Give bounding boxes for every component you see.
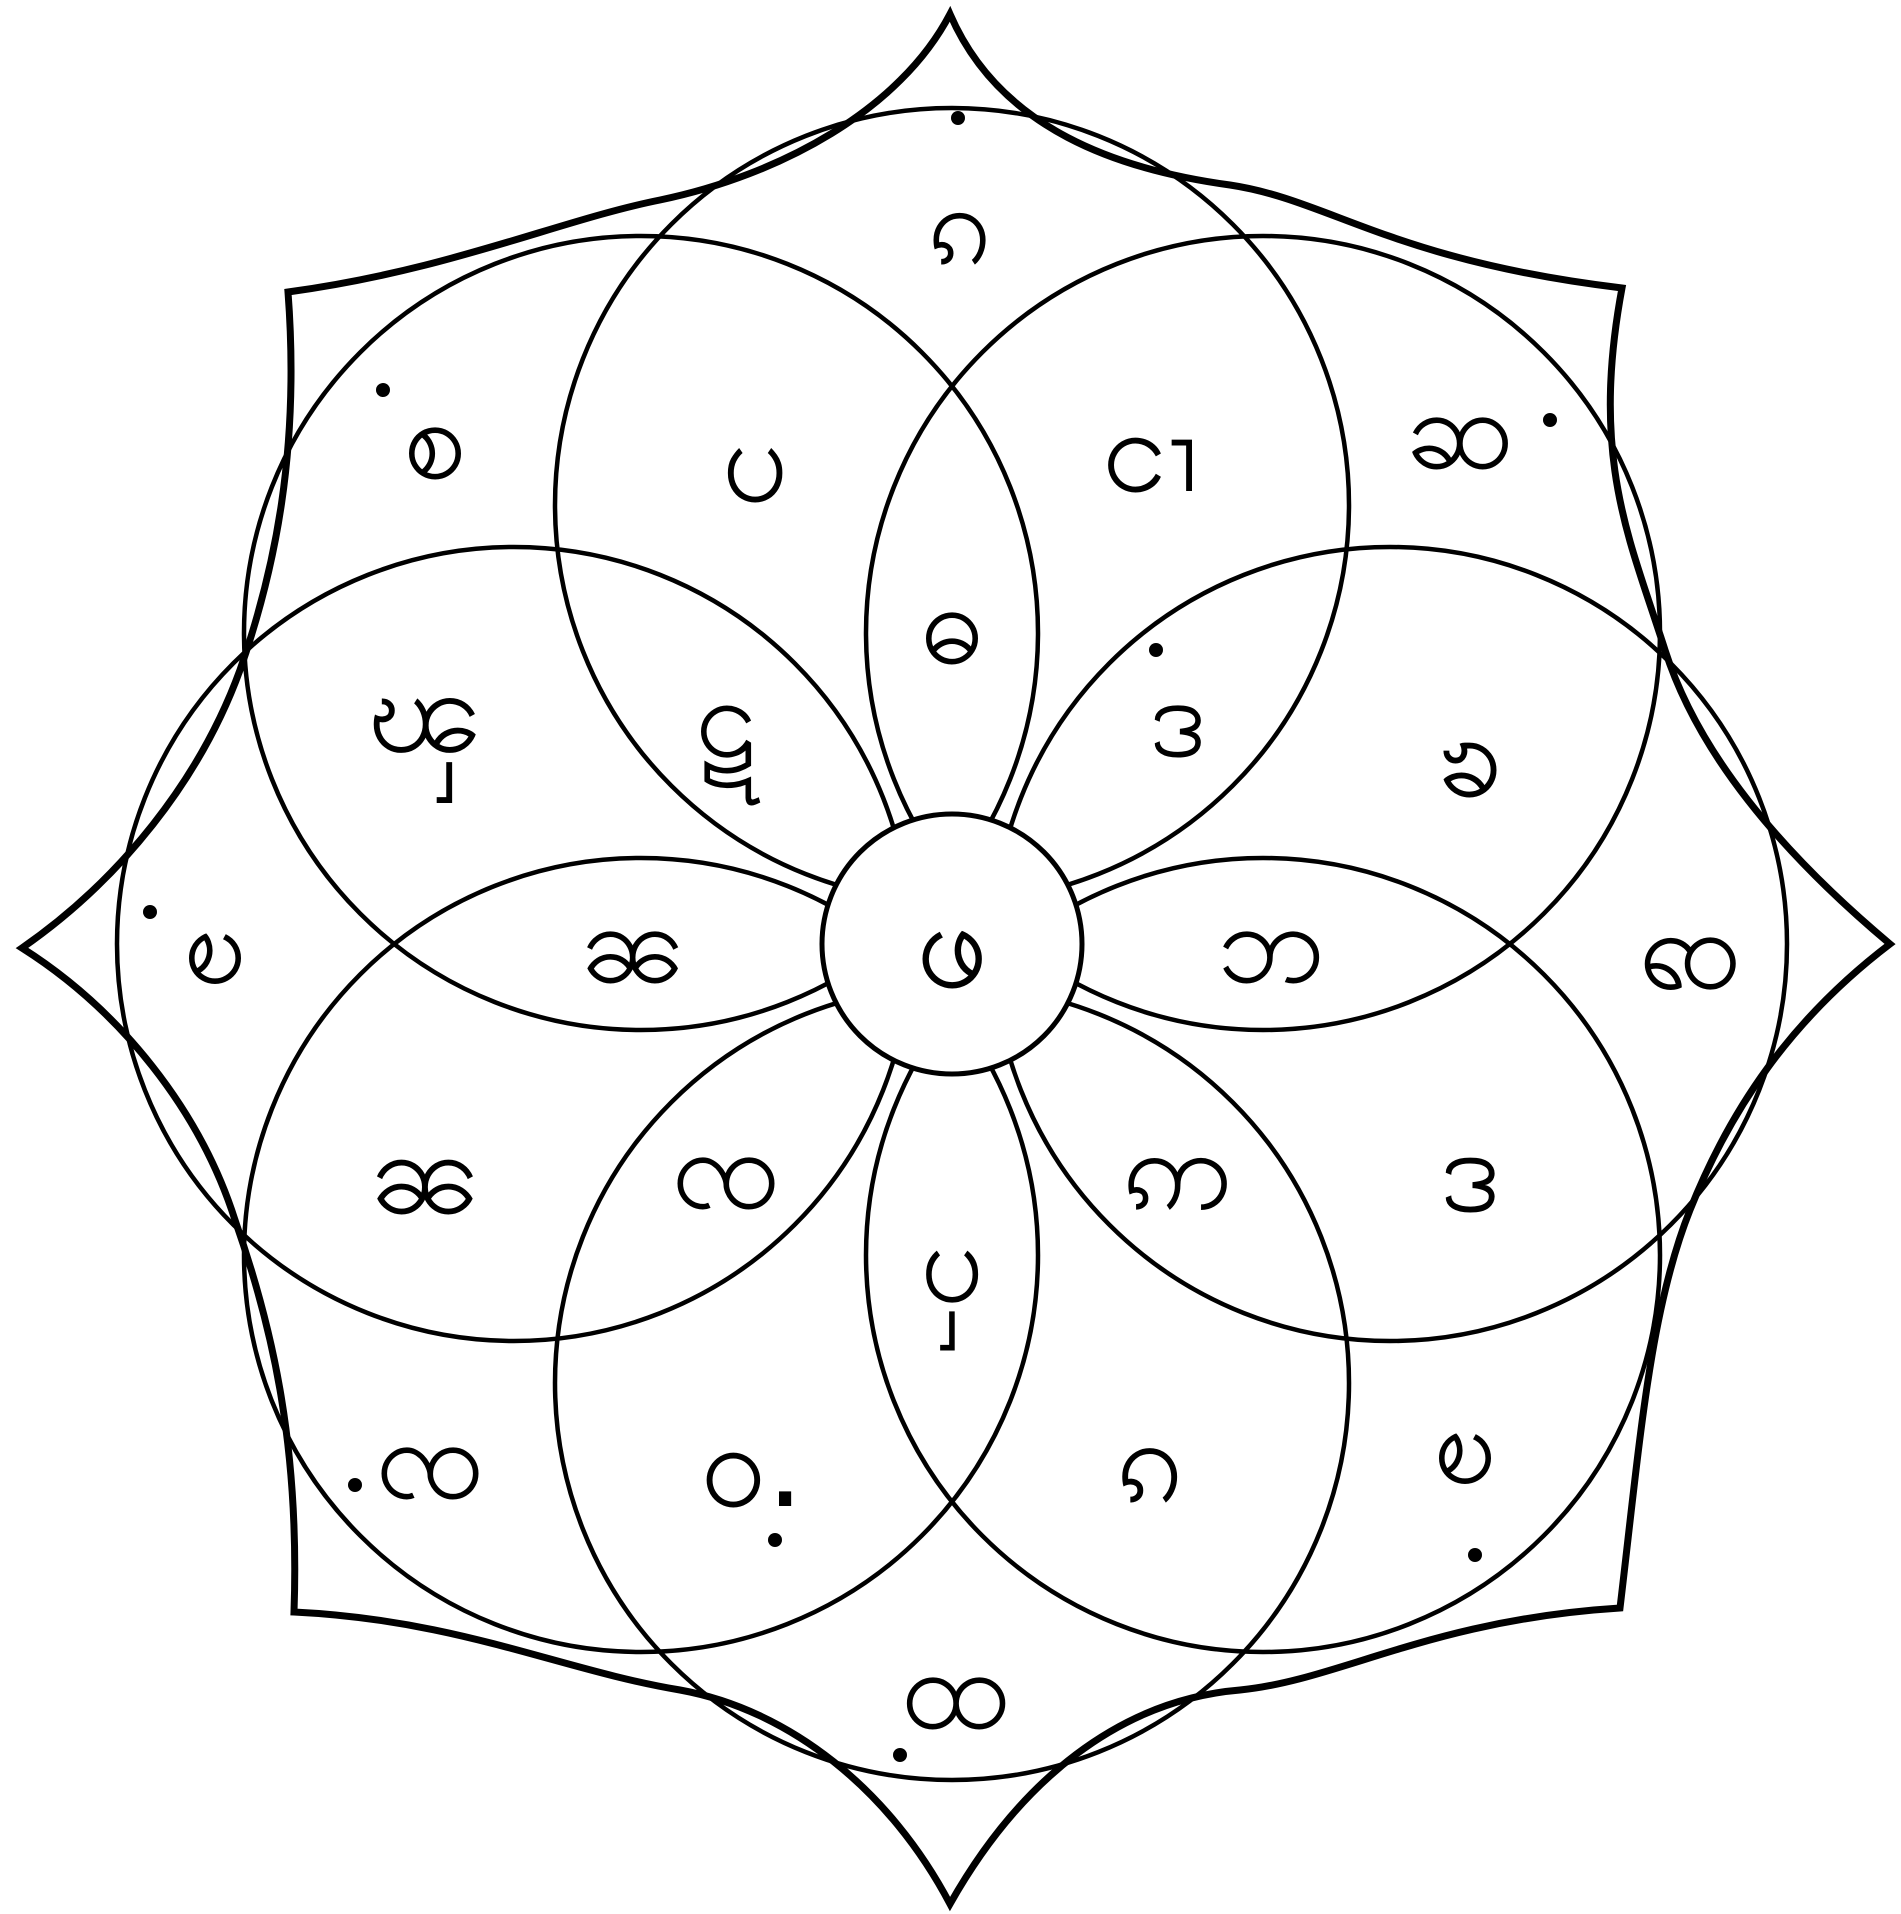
dot [1149, 643, 1163, 657]
inner-petal-top: ဓ [921, 560, 984, 690]
inner-petal-top-right: ဒ [1149, 653, 1207, 783]
dot [1543, 413, 1557, 427]
outer-point-top-left: စ [404, 375, 467, 505]
inner-petal-right: ဘ [1217, 879, 1325, 1009]
center-glyph: ဖ [915, 870, 988, 1019]
segment-top-left-upper: ပ [721, 391, 788, 529]
outer-point-bottom-left: ၸ [375, 1395, 484, 1525]
outer-point-top: ၵ [928, 160, 991, 290]
inner-petal-bottom-left: ၸ [671, 1105, 780, 1235]
segment-bottom-left-lower: ဝ. [700, 1396, 804, 1534]
segment-left-upper: ၾ [367, 641, 482, 803]
segment-top-right-upper: ငၢ [1102, 381, 1199, 519]
inner-petal-left: ၼ [579, 879, 687, 1009]
dot [893, 1748, 907, 1762]
segment-right-lower: ဒ [1439, 1101, 1501, 1239]
segment-right-upper: ၶ [1436, 686, 1503, 824]
outer-point-right: ၹ [1639, 885, 1741, 1015]
segment-left-lower: ၼ [368, 1103, 482, 1241]
dot [1468, 1548, 1482, 1562]
dot [768, 1533, 782, 1547]
dot [143, 905, 157, 919]
outer-point-bottom-right: ၿ [1433, 1380, 1497, 1510]
inner-petal-top-left: ဋ [695, 653, 761, 805]
inner-petal-bottom-right: ဢ [1123, 1105, 1232, 1235]
dot [348, 1478, 362, 1492]
outer-point-left: ၿ [183, 880, 247, 1010]
inner-petal-bottom: ၦ [920, 1198, 984, 1350]
segment-bottom-right-lower: ၵ [1117, 1391, 1184, 1529]
outer-point-bottom: ထ [901, 1625, 1009, 1755]
dot [951, 111, 965, 125]
dot [376, 383, 390, 397]
outer-point-top-right: ဆ [1406, 365, 1514, 495]
